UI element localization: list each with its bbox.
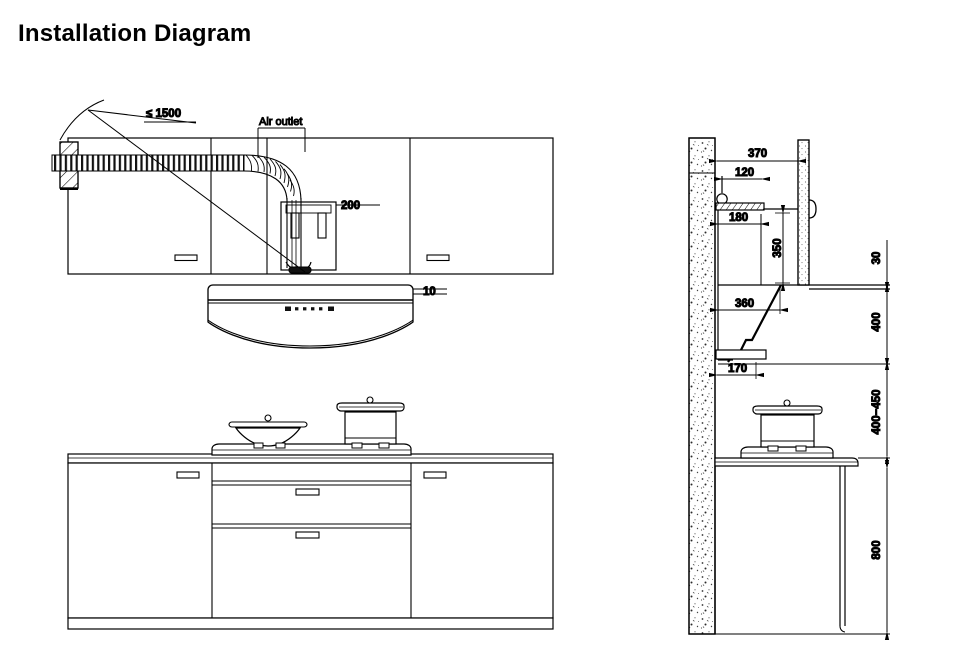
range-hood-front — [207, 284, 414, 349]
dim-chain-right — [858, 240, 890, 640]
cabinet-door-handle — [808, 199, 817, 219]
label-120: 120 — [735, 167, 754, 179]
label-180: 180 — [729, 212, 748, 224]
cabinet-handle — [423, 471, 447, 479]
chimney-vent-slot — [290, 212, 300, 239]
pot-cookware — [336, 396, 405, 449]
grease-filter — [715, 349, 767, 360]
cooktop-section — [740, 446, 834, 459]
front-lower-view — [67, 396, 554, 630]
wok-cookware — [228, 414, 308, 449]
cabinet-handle — [176, 471, 200, 479]
chimney-vent-slot — [317, 212, 327, 239]
counter-section — [714, 457, 890, 635]
page-title: Installation Diagram — [18, 20, 252, 47]
label-350: 350 — [772, 238, 784, 257]
side-section-view: 370 120 180 350 — [688, 137, 890, 640]
label-400: 400 — [871, 312, 883, 331]
label-hood-gap: 10 — [423, 286, 436, 298]
label-170: 170 — [728, 363, 747, 375]
cabinet-handle — [426, 254, 450, 262]
label-max-duct: ≤ 1500 — [146, 108, 181, 120]
drawer-handle — [295, 488, 320, 496]
dim-170 — [709, 362, 764, 379]
label-chimney-width: 200 — [341, 200, 360, 212]
cabinet-handle — [174, 254, 198, 262]
front-upper-view: ≤ 1500 Air outlet 200 10 — [51, 99, 554, 349]
label-air-outlet: Air outlet — [259, 116, 302, 128]
dim-360 — [710, 288, 788, 314]
range-hood-section — [715, 284, 890, 365]
leader-air-outlet — [257, 127, 306, 158]
label-800: 800 — [871, 540, 883, 559]
section-wall — [688, 137, 716, 635]
hood-control-panel — [285, 306, 334, 311]
dim-370 — [709, 140, 806, 165]
outlet-fitting — [689, 172, 765, 211]
drawer-handle — [295, 531, 320, 539]
pot-section — [752, 399, 823, 452]
label-360: 360 — [735, 298, 754, 310]
flexible-duct — [51, 154, 302, 268]
label-400-450: 400−450 — [871, 389, 883, 434]
dim-chimney-width — [280, 203, 380, 208]
label-30: 30 — [871, 252, 883, 265]
label-370: 370 — [748, 148, 767, 160]
base-cabinet-bank — [67, 462, 554, 630]
leader-max-duct — [59, 99, 306, 273]
dim-350 — [775, 205, 790, 291]
